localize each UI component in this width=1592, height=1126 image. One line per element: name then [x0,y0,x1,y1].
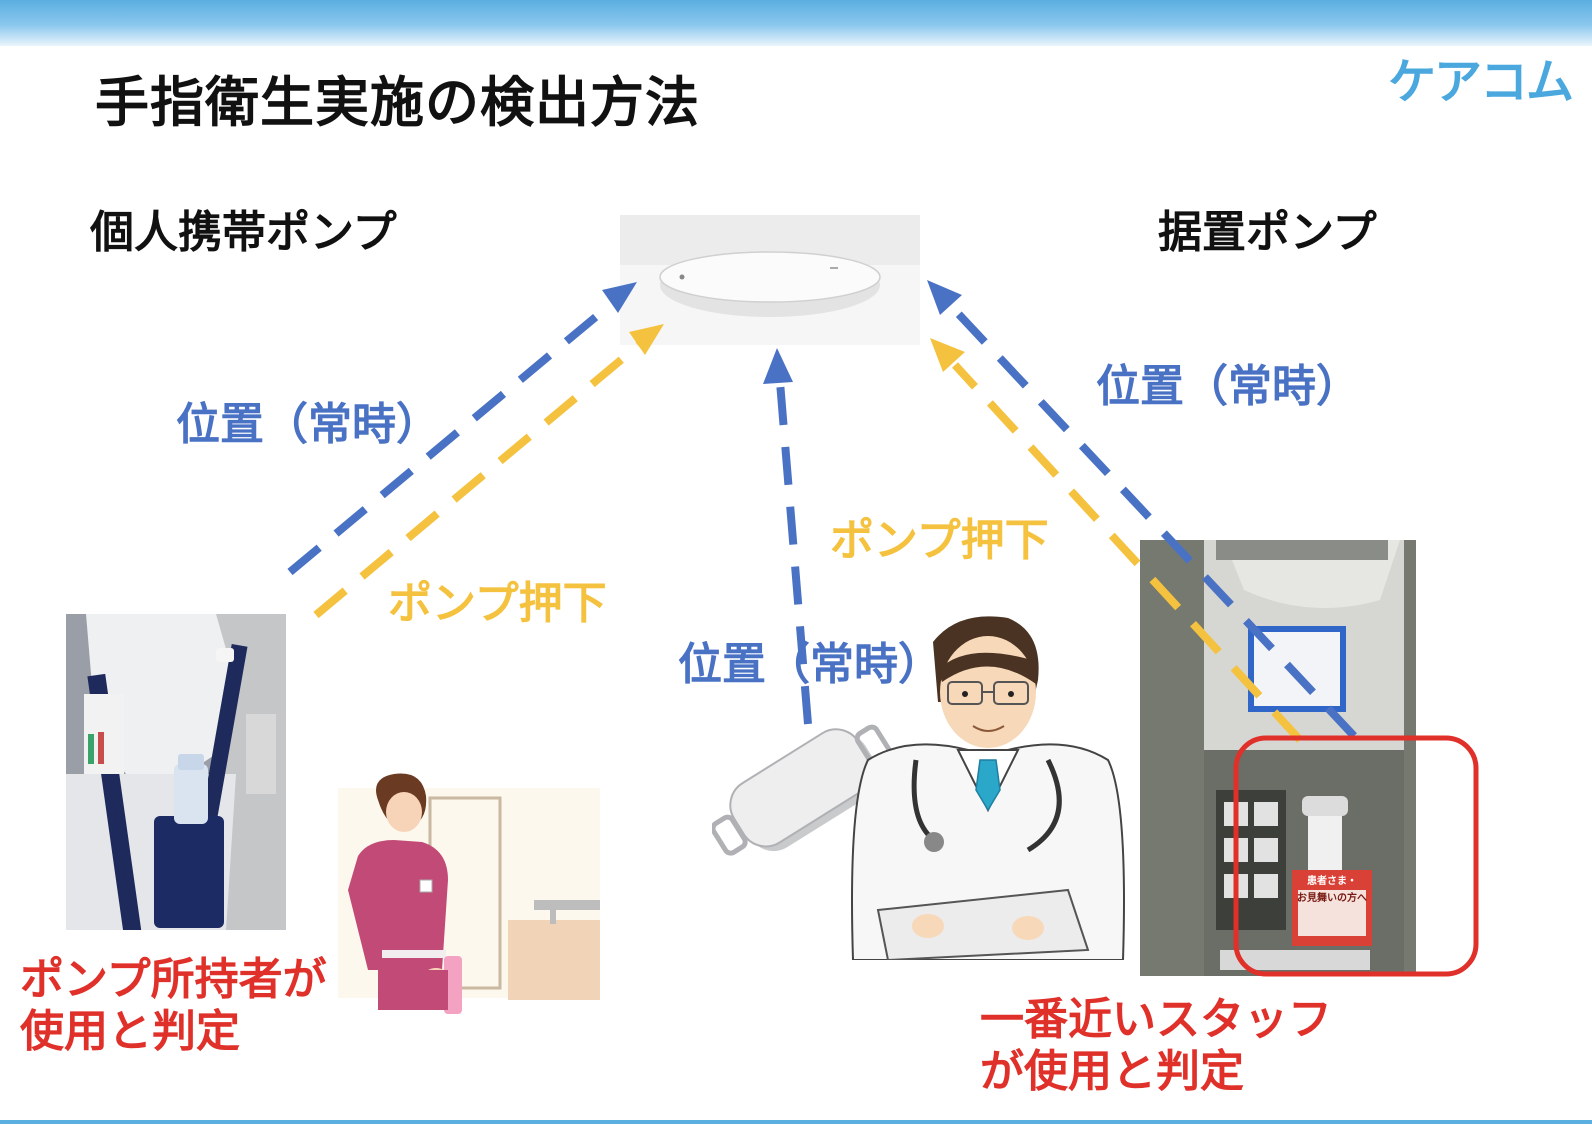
top-bar [0,0,1592,46]
dispenser-sign-line1: 患者さま・ [1307,874,1357,887]
right-position-arrow [949,304,1357,739]
left-note: ポンプ所持者が 使用と判定 [20,954,327,1058]
right-press-arrowhead [930,338,965,372]
page-title: 手指衛生実施の検出方法 [95,71,700,134]
left-position-label: 位置（常時） [176,399,440,450]
company-logo: ケアコム [1388,54,1574,110]
portable-pump-photo [66,614,286,930]
doctor-illustration [851,616,1125,960]
left-press-label: ポンプ押下 [388,578,607,629]
center-press-label: ポンプ押下 [830,515,1049,566]
wall-dispenser-photo: 患者さま・ お見舞いの方へ [1140,540,1416,976]
ceiling-receiver-icon [620,215,920,345]
right-position-label: 位置（常時） [1096,361,1360,412]
center-position-label: 位置（常時） [678,639,942,690]
right-note-line1: 一番近いスタッフ [980,994,1332,1045]
badge-tag-icon [712,724,892,856]
right-heading: 据置ポンプ [1158,207,1377,258]
left-heading: 個人携帯ポンプ [90,207,397,258]
left-note-line2: 使用と判定 [20,1006,240,1057]
left-position-arrowhead [602,282,637,313]
center-position-arrowhead [763,348,793,384]
nurse-illustration [338,773,600,1014]
left-position-arrow [287,301,613,576]
dispenser-highlight-box [1233,735,1479,977]
right-position-arrowhead [927,280,962,315]
right-note: 一番近いスタッフ が使用と判定 [980,994,1332,1098]
right-note-line2: が使用と判定 [980,1046,1244,1097]
dispenser-sign-line2: お見舞いの方へ [1297,891,1367,904]
left-press-arrowhead [629,324,664,355]
left-press-arrow [313,340,643,619]
left-note-line1: ポンプ所持者が [20,954,327,1005]
right-press-arrow [952,362,1303,743]
bottom-line [0,1120,1592,1124]
